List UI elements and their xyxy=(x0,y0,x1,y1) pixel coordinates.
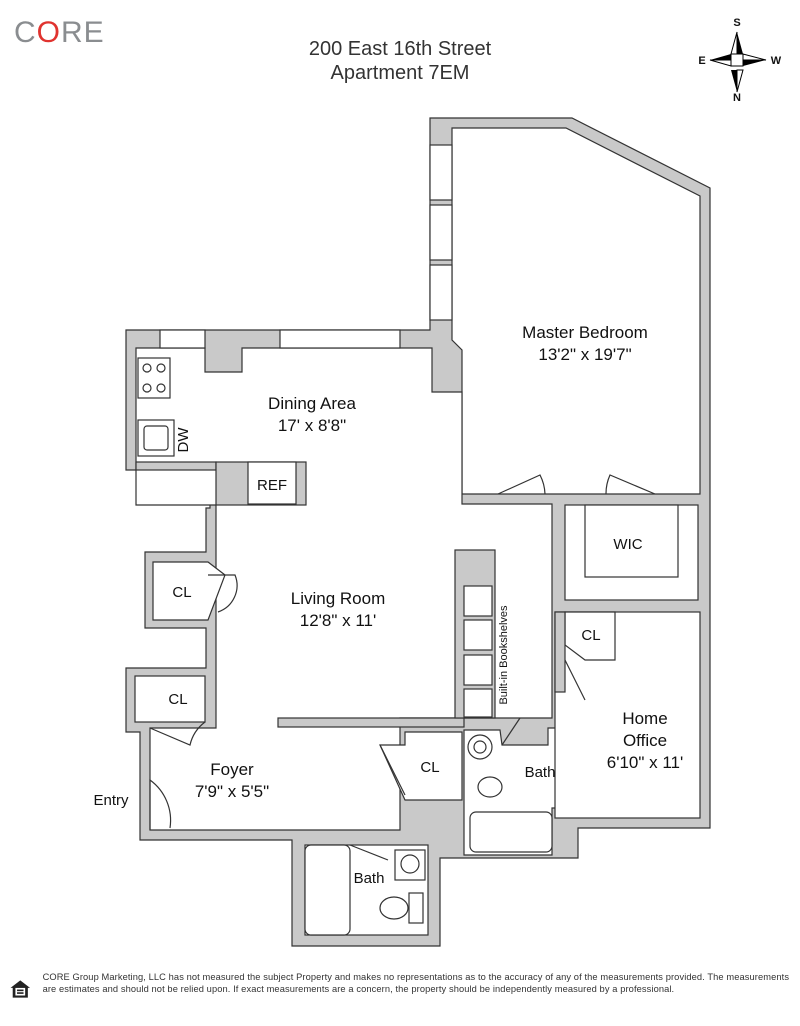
logo-letter: O xyxy=(36,16,62,49)
closet-label: CL xyxy=(420,759,439,776)
logo-letter: C xyxy=(14,16,37,49)
entry-label: Entry xyxy=(93,792,129,809)
living-label: Living Room xyxy=(291,589,386,608)
closet-label: CL xyxy=(168,691,187,708)
logo-letter: RE xyxy=(61,16,105,49)
refrigerator xyxy=(247,461,297,505)
office-label-1: Home xyxy=(622,709,667,728)
address: 200 East 16th Street xyxy=(308,38,492,60)
master-bedroom-label: Master Bedroom xyxy=(522,323,648,342)
wic-label: WIC xyxy=(613,536,642,553)
stove xyxy=(137,357,171,399)
living-size: 12'8" x 11' xyxy=(300,611,376,630)
bookshelves-label: Built-in Bookshelves xyxy=(498,605,510,705)
equal-housing-icon xyxy=(10,980,31,998)
dining-size: 17' x 8'8" xyxy=(278,416,346,435)
master-bedroom-size: 13'2" x 19'7" xyxy=(538,345,631,364)
ref-label: REF xyxy=(257,477,287,494)
compass-icon: S N E W xyxy=(698,17,782,104)
bath-label: Bath xyxy=(354,870,385,887)
office-label-2: Office xyxy=(623,731,667,750)
office-size: 6'10" x 11' xyxy=(607,753,683,772)
floor-plan: Master Bedroom 13'2" x 19'7" Dining Area… xyxy=(93,117,711,947)
closet-3 xyxy=(379,731,463,801)
core-logo: CORE xyxy=(14,16,105,50)
page-title: 200 East 16th Street Apartment 7EM xyxy=(0,37,800,85)
closet-label: CL xyxy=(581,627,600,644)
bath-label: Bath xyxy=(525,764,556,781)
closet-2 xyxy=(134,675,206,723)
closet-label: CL xyxy=(172,584,191,601)
compass-north: N xyxy=(733,92,741,104)
compass-west: W xyxy=(771,55,782,67)
dw-label: DW xyxy=(175,427,192,453)
footer: CORE Group Marketing, LLC has not measur… xyxy=(10,972,790,1006)
compass-south: S xyxy=(733,17,740,29)
unit: Apartment 7EM xyxy=(330,62,470,84)
disclaimer: CORE Group Marketing, LLC has not measur… xyxy=(42,972,790,994)
closet-1 xyxy=(152,561,226,621)
foyer-size: 7'9" x 5'5" xyxy=(195,782,269,801)
foyer-label: Foyer xyxy=(210,760,254,779)
compass-east: E xyxy=(698,55,705,67)
dining-label: Dining Area xyxy=(268,394,356,413)
master-bedroom xyxy=(451,127,701,495)
